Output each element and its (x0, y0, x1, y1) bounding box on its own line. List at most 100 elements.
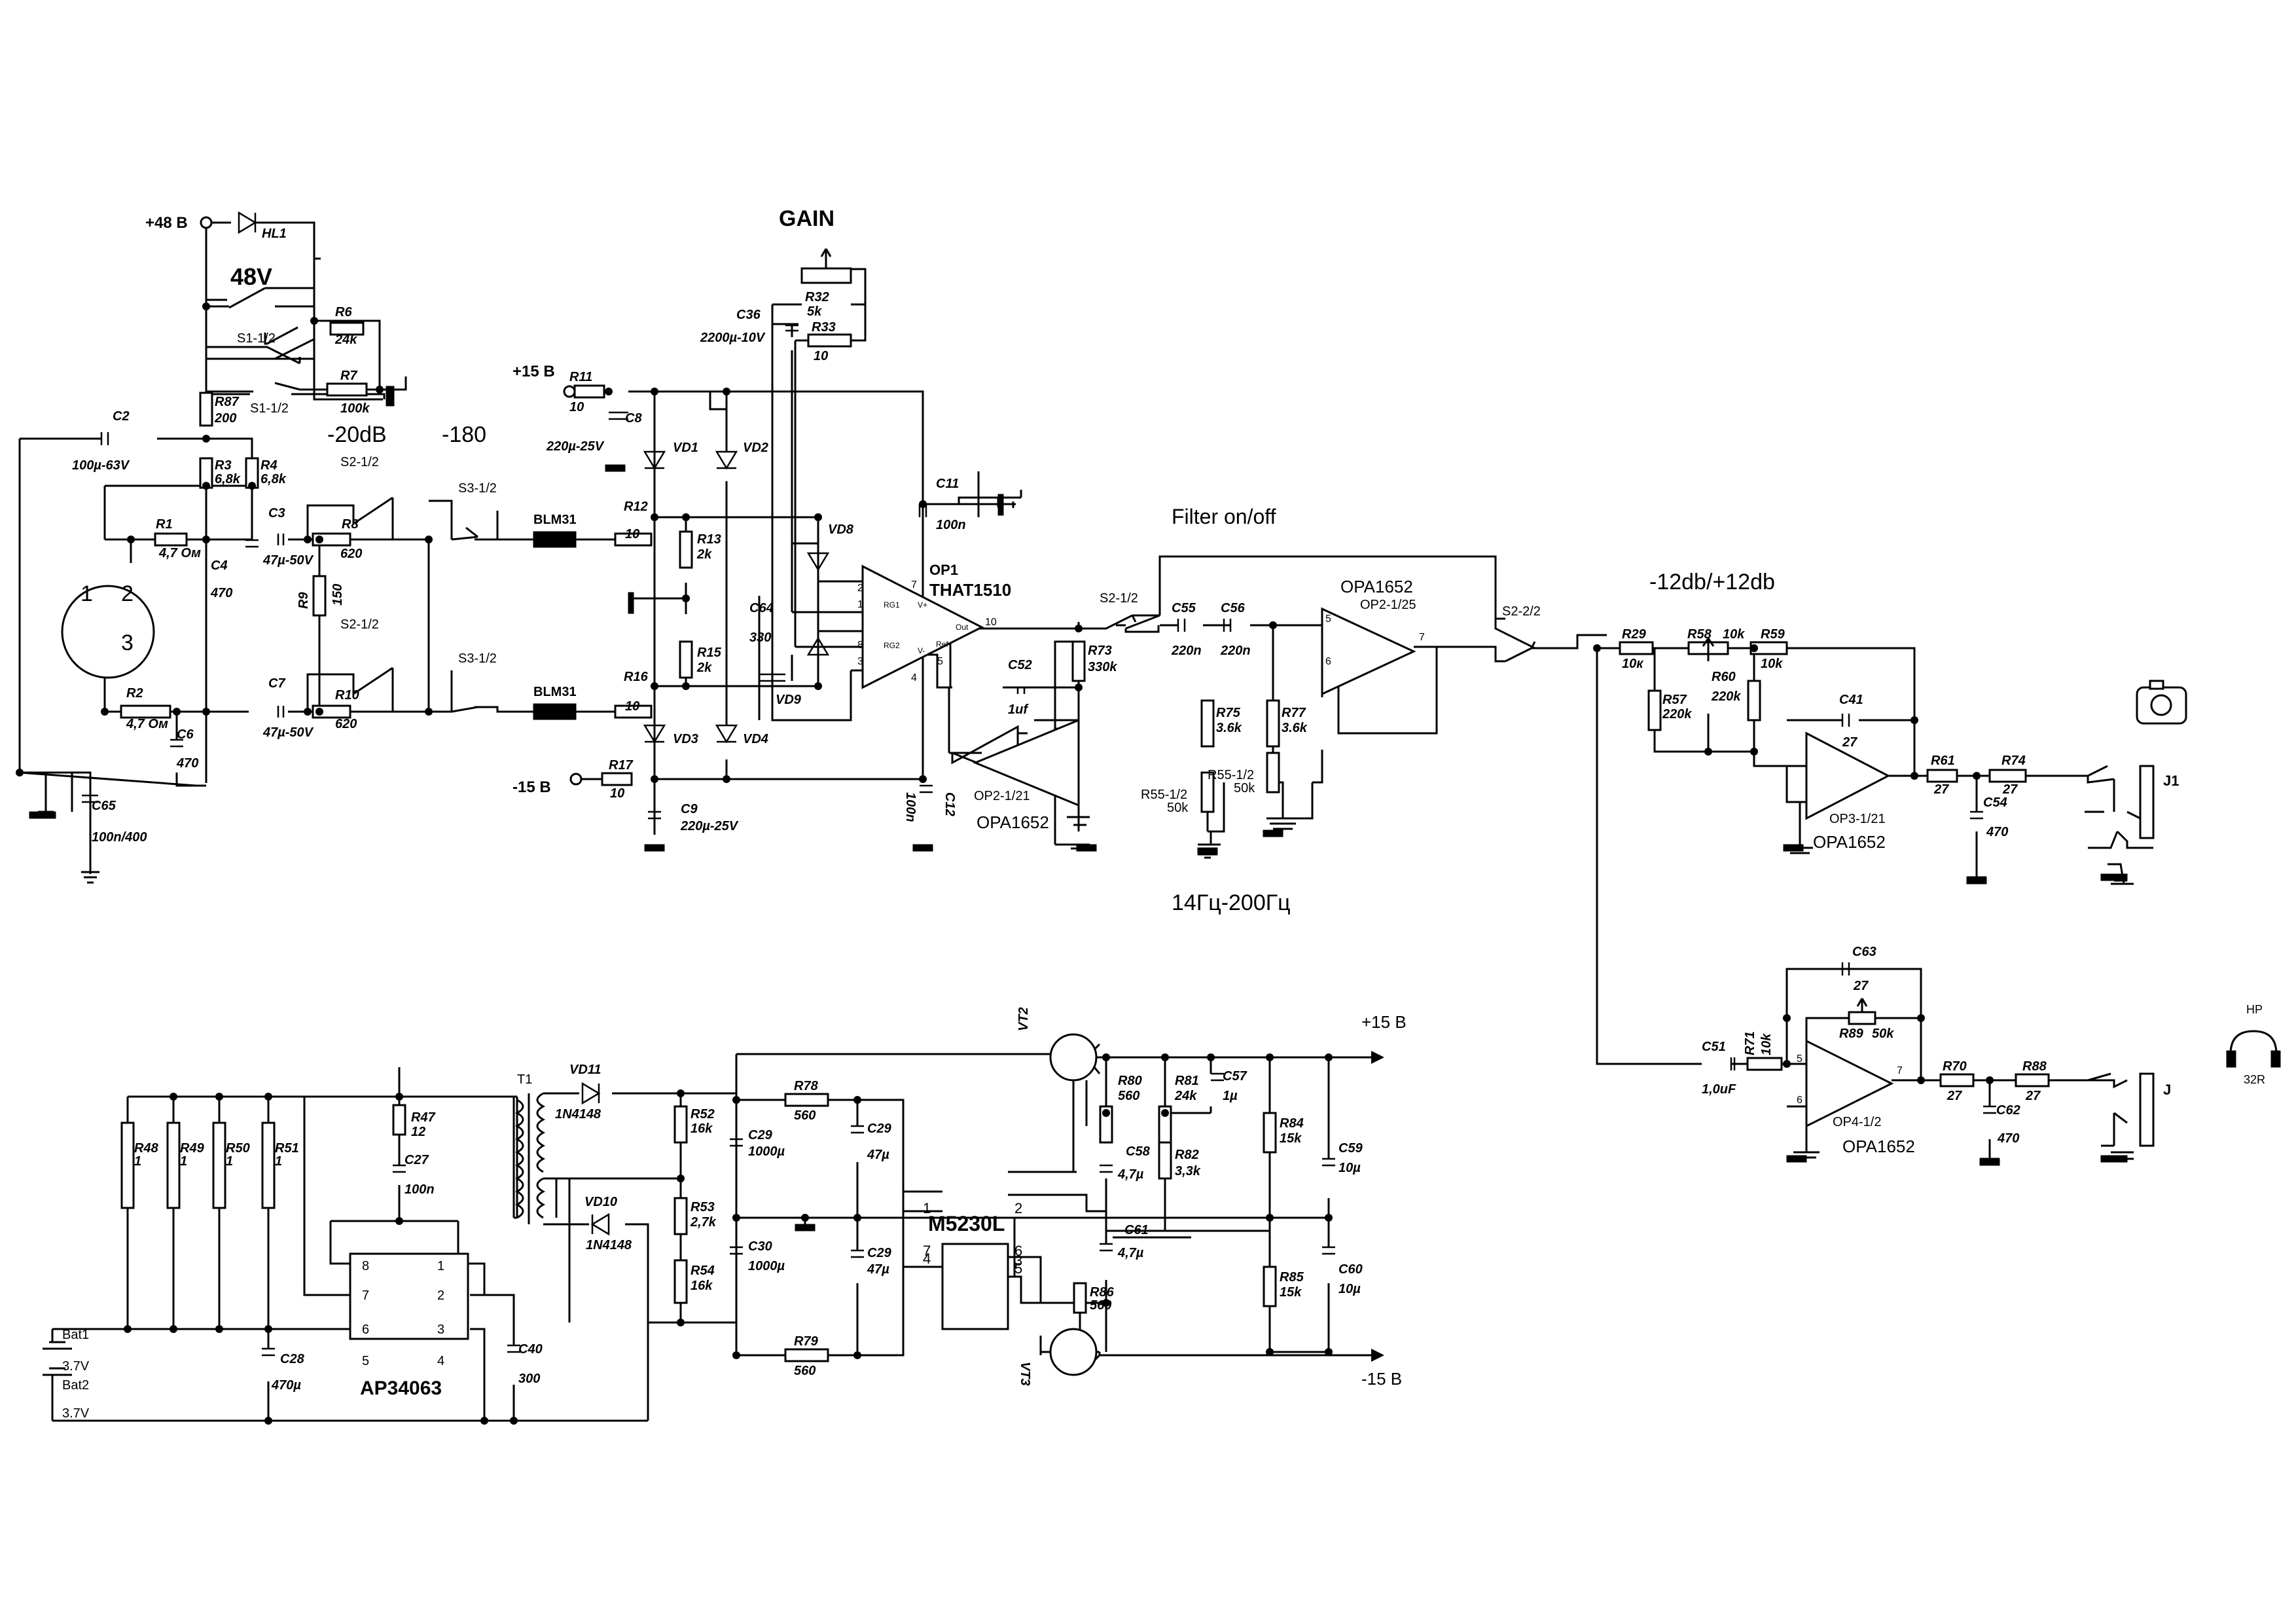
label-r87: R87 (215, 395, 240, 409)
label-r57: R57 (1662, 693, 1687, 707)
pin-out: Out (956, 623, 969, 632)
op2-pin5: 5 (1325, 613, 1331, 625)
pin-10: 10 (985, 617, 997, 628)
label-r13: R13 (697, 532, 721, 547)
resistor-r82 (1158, 1141, 1172, 1180)
label-r47: R47 (411, 1110, 436, 1125)
resistor-r89 (1848, 1011, 1876, 1025)
label-r32: R32 (805, 290, 829, 304)
label-r77v: 3.6k (1282, 721, 1308, 735)
label-r8v: 620 (340, 547, 362, 561)
label-180: -180 (442, 422, 486, 447)
label-c8: C8 (625, 411, 642, 426)
label-r49v: 1 (180, 1154, 187, 1169)
label-hp: HP (2246, 1003, 2263, 1016)
label-r53: R53 (691, 1200, 715, 1214)
label-r78: R78 (794, 1079, 819, 1093)
opamp-that1510 (861, 564, 984, 689)
label-r47v: 12 (411, 1125, 425, 1139)
label-r13v: 2k (696, 547, 712, 562)
label-opa1652-d: OPA1652 (1842, 1137, 1915, 1156)
label-s1a: S1-1/2 (237, 331, 276, 346)
resistor-r13 (679, 530, 693, 569)
label-c7: C7 (268, 676, 285, 691)
label-c29b: C29 (867, 1122, 892, 1136)
label-c36v: 2200µ-10V (700, 331, 766, 345)
ap-pin1: 1 (437, 1259, 444, 1273)
resistor-r71 (1746, 1057, 1783, 1071)
xlr-pin1: 1 (81, 581, 93, 606)
label-vd10v: 1N4148 (586, 1238, 632, 1252)
label-vd2: VD2 (743, 441, 768, 455)
label-c8v: 220µ-25V (546, 439, 605, 454)
pin-4: 4 (911, 672, 917, 684)
resistor-r55a (1200, 771, 1215, 813)
label-r85v: 15k (1280, 1285, 1302, 1300)
resistor-r29 (1619, 641, 1654, 655)
label-r50v: 1 (226, 1154, 233, 1169)
headphones-icon (2226, 1030, 2281, 1068)
label-r16v: 10 (625, 699, 639, 714)
label-c2v: 100µ-63V (72, 458, 130, 473)
label-c64v: 330 (749, 630, 771, 645)
label-r9v: 150 (331, 584, 345, 606)
pin-vm: V- (918, 646, 925, 655)
label-op1: OP1 (929, 562, 958, 578)
label-c64: C64 (749, 601, 774, 615)
label-r87v: 200 (214, 411, 236, 426)
label-20db: -20dB (327, 422, 387, 447)
resistor-r55b (1266, 752, 1280, 793)
label-r89: R89 (1839, 1027, 1864, 1041)
label-c28: C28 (280, 1352, 305, 1366)
label-r54: R54 (691, 1264, 715, 1278)
resistor-r12 (614, 532, 653, 547)
resistor-r75 (1200, 699, 1215, 748)
label-r51: R51 (275, 1141, 299, 1156)
resistor-r8 (312, 532, 351, 547)
label-c52: C52 (1008, 658, 1032, 672)
label-r49: R49 (180, 1141, 205, 1156)
label-tone: -12db/+12db (1649, 570, 1775, 594)
label-m5230l: M5230L (928, 1212, 1005, 1235)
transistor-vt2 (1049, 1033, 1098, 1082)
label-m15: -15 В (512, 778, 551, 796)
label-48v: 48V (230, 263, 272, 290)
label-m15b: -15 В (1361, 1369, 1402, 1389)
resistor-r48 (120, 1122, 135, 1209)
label-c36: C36 (736, 308, 761, 322)
label-c12: C12 (942, 792, 957, 816)
label-r80v: 560 (1118, 1089, 1139, 1103)
label-c52v: 1uf (1008, 702, 1029, 717)
label-op4: OP4-1/2 (1833, 1115, 1881, 1129)
label-c55v: 220n (1171, 644, 1202, 658)
label-vd3: VD3 (673, 732, 698, 746)
pin-2: 2 (857, 583, 863, 594)
resistor-r49 (166, 1122, 181, 1209)
label-r88: R88 (2022, 1059, 2047, 1074)
label-c29cv: 47µ (867, 1262, 889, 1277)
label-vd11: VD11 (569, 1063, 601, 1077)
label-c61: C61 (1124, 1223, 1149, 1237)
label-r75v: 3.6k (1216, 721, 1242, 735)
label-c29a: C29 (748, 1128, 773, 1142)
label-c11: C11 (936, 477, 959, 491)
label-bat2v: 3.7V (62, 1406, 90, 1421)
label-r54v: 16k (691, 1279, 713, 1293)
label-s2a: S2-1/2 (340, 455, 379, 469)
label-j: J (2163, 1082, 2171, 1098)
label-r4v: 6,8k (260, 472, 287, 486)
m-pin1: 1 (923, 1200, 931, 1216)
label-s22: S2-2/2 (1502, 604, 1541, 619)
label-r10v: 620 (335, 717, 357, 731)
m-pin3: 3 (1014, 1252, 1022, 1269)
label-r1v: 4,7 Ом (158, 546, 201, 560)
label-vd10: VD10 (584, 1195, 617, 1209)
resistor-r77 (1266, 699, 1280, 748)
label-c62: C62 (1996, 1103, 2020, 1118)
label-vd4: VD4 (743, 732, 768, 746)
label-r32v: 5k (807, 304, 822, 319)
ap-pin7: 7 (362, 1288, 369, 1303)
ap-pin6: 6 (362, 1322, 369, 1337)
label-r75: R75 (1216, 706, 1241, 720)
